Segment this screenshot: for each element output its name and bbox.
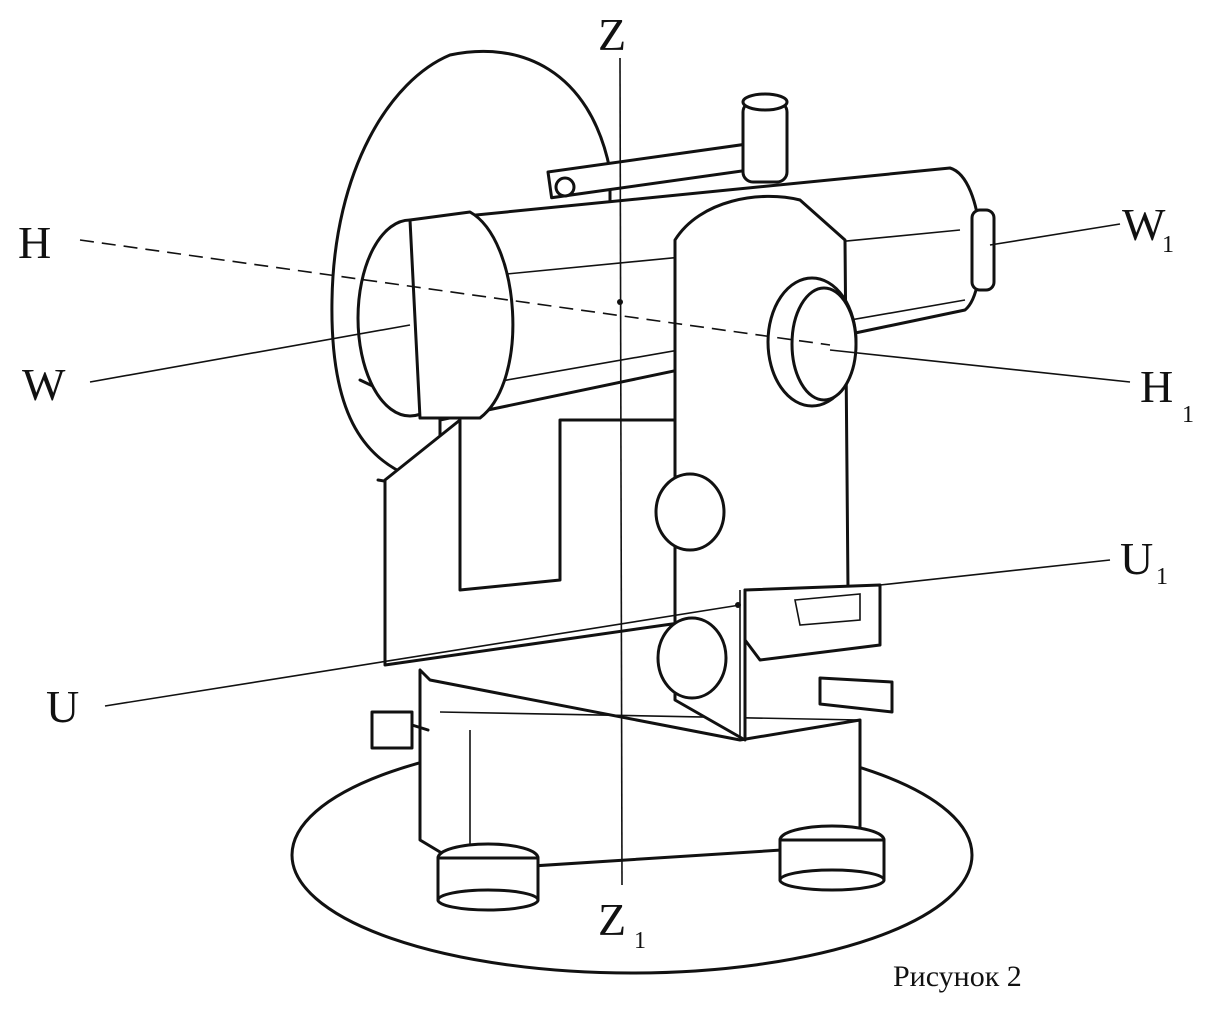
leveling-screw-right — [778, 824, 886, 892]
label-u: U — [46, 681, 79, 732]
label-z: Z — [598, 9, 626, 60]
side-screw-left — [370, 710, 430, 750]
axis-u1 — [879, 559, 1111, 586]
leveling-screw-left — [436, 842, 540, 912]
axis-h — [79, 239, 831, 346]
axis-z — [619, 57, 623, 886]
axis-u — [104, 604, 741, 707]
label-z1-sub: 1 — [634, 928, 646, 954]
clamp-knob — [741, 92, 789, 184]
objective-lens — [356, 210, 515, 420]
eyepiece — [970, 208, 996, 292]
figure-caption: Рисунок 2 — [893, 960, 1022, 993]
label-w1-sub: 1 — [1162, 232, 1174, 258]
label-w1: W — [1122, 199, 1166, 250]
axis-h1 — [829, 349, 1131, 383]
standard-knob-lower — [656, 616, 728, 700]
plate-level — [743, 583, 882, 662]
label-h1: H — [1140, 361, 1173, 412]
left-standard — [383, 418, 702, 667]
side-screw-right — [818, 676, 894, 714]
label-w: W — [22, 359, 66, 410]
axis-w — [89, 324, 411, 383]
label-h1-sub: 1 — [1182, 402, 1194, 428]
label-z1: Z — [598, 894, 626, 945]
lower-housing — [418, 668, 862, 872]
standard-knob-upper — [654, 472, 726, 552]
label-u1: U — [1120, 533, 1153, 584]
label-h: H — [18, 217, 51, 268]
label-u1-sub: 1 — [1156, 564, 1168, 590]
axis-w1 — [989, 223, 1121, 246]
